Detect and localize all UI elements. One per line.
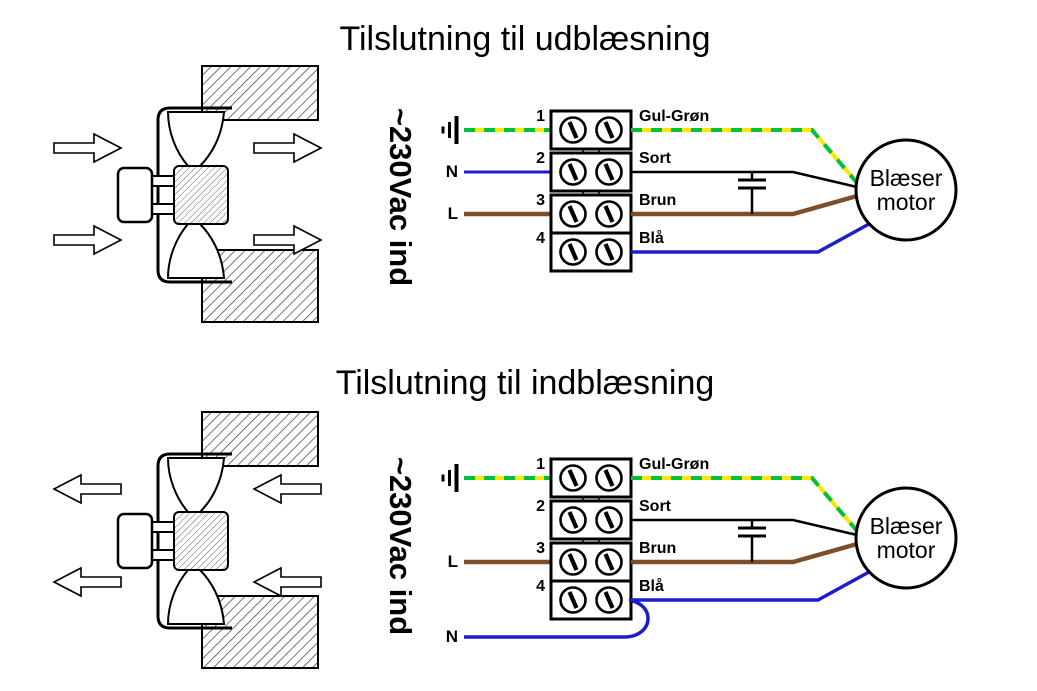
live-label: L <box>448 204 458 223</box>
terminal-number: 2 <box>536 498 545 515</box>
motor-label-line2: motor <box>877 537 936 563</box>
fan-blade-top <box>166 457 226 513</box>
terminal-1: 1 Gul-Grøn <box>536 108 709 151</box>
terminal-number: 1 <box>536 456 545 473</box>
wire-color-label: Brun <box>639 192 676 209</box>
wire-blaa <box>631 222 870 254</box>
wire-blaa <box>629 570 870 602</box>
diagram-indblaesning: Tilslutning til indblæsning ~230Vac ind … <box>52 364 958 669</box>
fan-illustration <box>52 411 322 669</box>
earth-ground-icon <box>441 116 459 144</box>
wire-gul-gron-dash <box>631 128 860 186</box>
blower-motor: Blæser motor <box>854 486 958 590</box>
terminal-number: 4 <box>536 230 545 247</box>
fan-hub <box>173 511 229 571</box>
fan-hub <box>173 165 229 225</box>
wire-color-label: Sort <box>639 150 672 167</box>
airflow-arrow <box>252 473 322 505</box>
terminal-block: 1 Gul-Grøn 2 Sort 3 Brun 4 <box>536 108 709 273</box>
motor-circle <box>854 486 958 590</box>
terminal-4: 4 Blå <box>536 229 664 273</box>
fan-motor-body <box>116 512 154 570</box>
capacitor-icon <box>738 520 766 562</box>
wire-color-label: Sort <box>639 498 672 515</box>
wire-color-label: Blå <box>639 229 664 247</box>
terminal-3: 3 Brun <box>536 192 676 235</box>
terminal-2: 2 Sort <box>536 150 672 193</box>
motor-shaft-bottom <box>149 549 175 561</box>
fan-housing <box>156 452 232 630</box>
fan-blade-bottom <box>166 223 226 279</box>
wire-brun <box>631 541 858 565</box>
wire-color-label: Gul-Grøn <box>639 456 709 473</box>
wire-color-label: Blå <box>639 577 664 595</box>
terminal-block: 1 Gul-Grøn 2 Sort 3 Brun 4 <box>536 456 709 621</box>
blower-motor: Blæser motor <box>854 138 958 242</box>
diagram-title: Tilslutning til indblæsning <box>336 364 715 402</box>
terminal-2: 2 Sort <box>536 498 672 541</box>
voltage-label: ~230Vac ind <box>383 457 418 635</box>
terminal-number: 3 <box>536 540 545 557</box>
fan-housing <box>156 106 232 284</box>
motor-shaft-top <box>149 175 175 187</box>
fan-blade-top <box>166 111 226 167</box>
earth-ground-icon <box>441 464 459 492</box>
neutral-label: N <box>446 627 458 646</box>
wire-color-label: Brun <box>639 540 676 557</box>
motor-shaft-bottom <box>149 203 175 215</box>
airflow-arrow <box>53 224 123 256</box>
fan-motor-body <box>116 166 154 224</box>
diagram-title: Tilslutning til udblæsning <box>339 20 710 58</box>
terminal-4: 4 Blå <box>536 577 664 621</box>
motor-shaft-top <box>149 521 175 533</box>
motor-label-line2: motor <box>877 189 936 215</box>
fan-illustration <box>53 65 323 323</box>
terminal-number: 2 <box>536 150 545 167</box>
airflow-arrow <box>53 132 123 164</box>
wire-gul-gron-dash <box>631 476 860 534</box>
neutral-label: N <box>446 162 458 181</box>
capacitor-icon <box>738 172 766 214</box>
fan-blade-bottom <box>166 569 226 625</box>
diagram-udblaesning: Tilslutning til udblæsning ~230Vac ind N… <box>53 20 958 323</box>
live-label: L <box>448 552 458 571</box>
wire-brun <box>631 193 858 217</box>
airflow-arrow <box>253 224 323 256</box>
terminal-number: 4 <box>536 578 545 595</box>
voltage-label: ~230Vac ind <box>383 108 418 286</box>
airflow-arrow <box>52 473 122 505</box>
airflow-arrow <box>253 132 323 164</box>
motor-circle <box>854 138 958 242</box>
wire-color-label: Gul-Grøn <box>639 108 709 125</box>
airflow-arrow <box>252 566 322 598</box>
airflow-arrow <box>52 566 122 598</box>
wire-sort <box>631 170 858 189</box>
wire-sort <box>631 518 858 537</box>
terminal-number: 3 <box>536 192 545 209</box>
motor-label-line1: Blæser <box>870 513 943 539</box>
terminal-number: 1 <box>536 108 545 125</box>
motor-label-line1: Blæser <box>870 165 943 191</box>
